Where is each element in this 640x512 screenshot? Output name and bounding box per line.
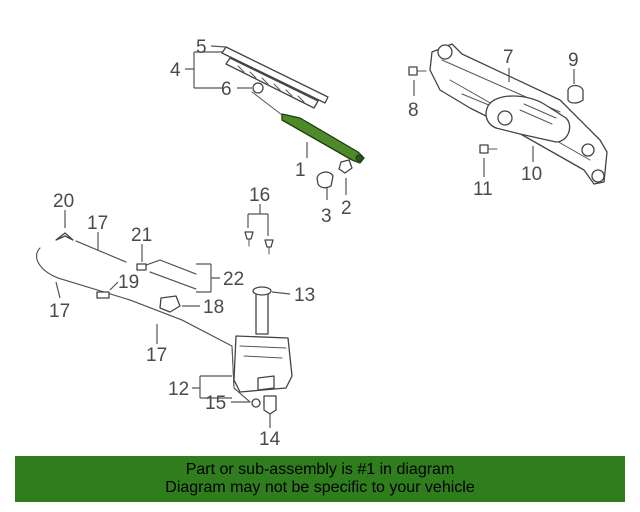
- callout-6: 6: [221, 79, 232, 100]
- callout-18: 18: [203, 297, 224, 318]
- check-valve-part-18[interactable]: [159, 295, 181, 313]
- bolt-part-8[interactable]: [408, 66, 427, 76]
- callout-22: 22: [223, 269, 244, 290]
- callout-16: 16: [249, 185, 270, 206]
- arm-cap-part-3[interactable]: [316, 171, 334, 189]
- wiper-motor-part-10[interactable]: [485, 95, 571, 143]
- leader-lines: [55, 45, 575, 428]
- callout-4: 4: [170, 60, 181, 81]
- callout-11: 11: [473, 179, 493, 200]
- callout-labels: 1 2 3 4 5 6 7 8 9 10 11 12 13 14 15 16 1…: [49, 37, 579, 450]
- callout-13: 13: [294, 285, 315, 306]
- clips-part-16[interactable]: [244, 231, 274, 255]
- callout-17-top: 17: [87, 213, 108, 234]
- wiper-arm-part-1[interactable]: [251, 91, 365, 164]
- callout-19: 19: [118, 272, 139, 293]
- banner-line-2: Diagram may not be specific to your vehi…: [165, 479, 475, 496]
- washer-pump-part-14[interactable]: [263, 395, 277, 415]
- callout-14: 14: [259, 429, 281, 450]
- banner-line-1: Part or sub-assembly is #1 in diagram: [185, 461, 455, 478]
- callout-15: 15: [205, 393, 226, 414]
- wiper-blade: [221, 46, 329, 109]
- callout-9: 9: [568, 50, 579, 71]
- callout-2: 2: [341, 198, 352, 219]
- arm-nut-part-2[interactable]: [338, 159, 353, 174]
- callout-10: 10: [521, 164, 542, 185]
- callout-1: 1: [295, 160, 306, 181]
- callout-3: 3: [321, 206, 332, 227]
- info-banner: Part or sub-assembly is #1 in diagram Di…: [15, 456, 625, 502]
- callout-17-left: 17: [49, 301, 70, 322]
- washer-hoses: [36, 232, 251, 403]
- callout-8: 8: [408, 100, 419, 121]
- callout-20: 20: [53, 191, 74, 212]
- callout-7: 7: [503, 47, 514, 68]
- washer-reservoir-part-12[interactable]: [233, 286, 293, 393]
- bolt-part-11[interactable]: [479, 144, 498, 154]
- callout-5: 5: [196, 37, 207, 58]
- grommet-part-15[interactable]: [251, 398, 261, 408]
- callout-12: 12: [168, 379, 189, 400]
- callout-17-bottom: 17: [146, 345, 167, 366]
- callout-21: 21: [131, 225, 152, 246]
- grommet-part-9[interactable]: [567, 84, 584, 104]
